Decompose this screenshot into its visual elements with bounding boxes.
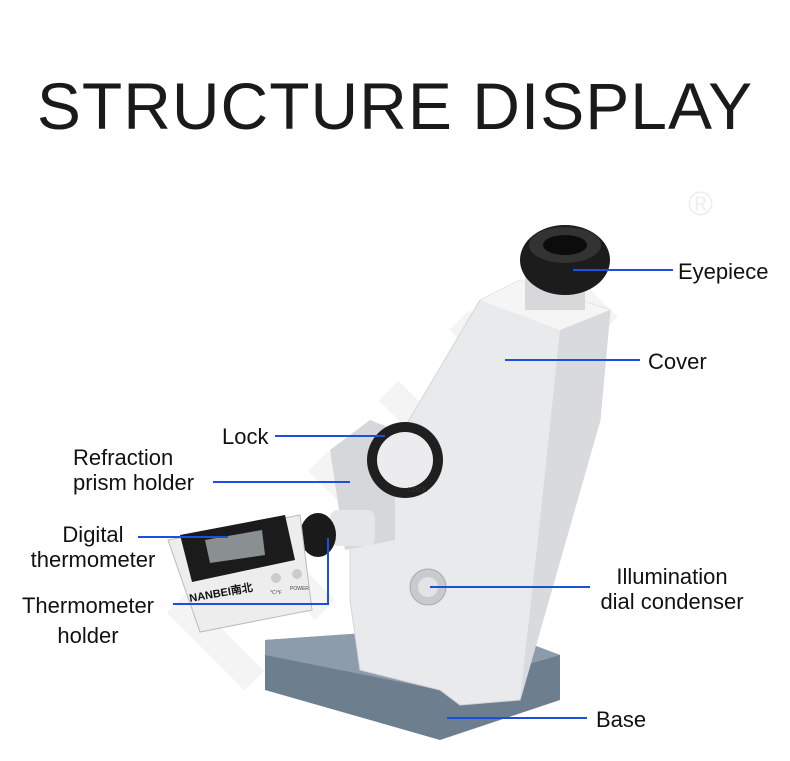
label-lock: Lock — [222, 424, 269, 449]
watermark-registered: ® — [688, 185, 713, 223]
label-line: Refraction — [73, 445, 174, 470]
label-line: thermometer — [30, 547, 156, 572]
label-line: prism holder — [73, 470, 195, 495]
leader-lines — [138, 269, 673, 719]
thermometer-holder — [300, 513, 336, 557]
label-cover: Cover — [648, 349, 707, 374]
page-title: STRUCTURE DISPLAY — [36, 69, 754, 143]
label-line: Illumination — [616, 564, 728, 589]
unit-button-text: ℃/℉ — [270, 590, 282, 596]
label-line: Thermometer — [21, 593, 155, 618]
label-base: Base — [596, 707, 647, 732]
power-button-text: POWER — [290, 586, 309, 592]
label-thermometer-holder: Thermometer holder — [8, 593, 168, 648]
label-eyepiece: Eyepiece — [678, 259, 769, 284]
label-line: holder — [57, 623, 119, 648]
label-line: dial condenser — [600, 589, 744, 614]
label-line: Digital — [62, 522, 124, 547]
lock-text: LOCK — [408, 487, 427, 494]
